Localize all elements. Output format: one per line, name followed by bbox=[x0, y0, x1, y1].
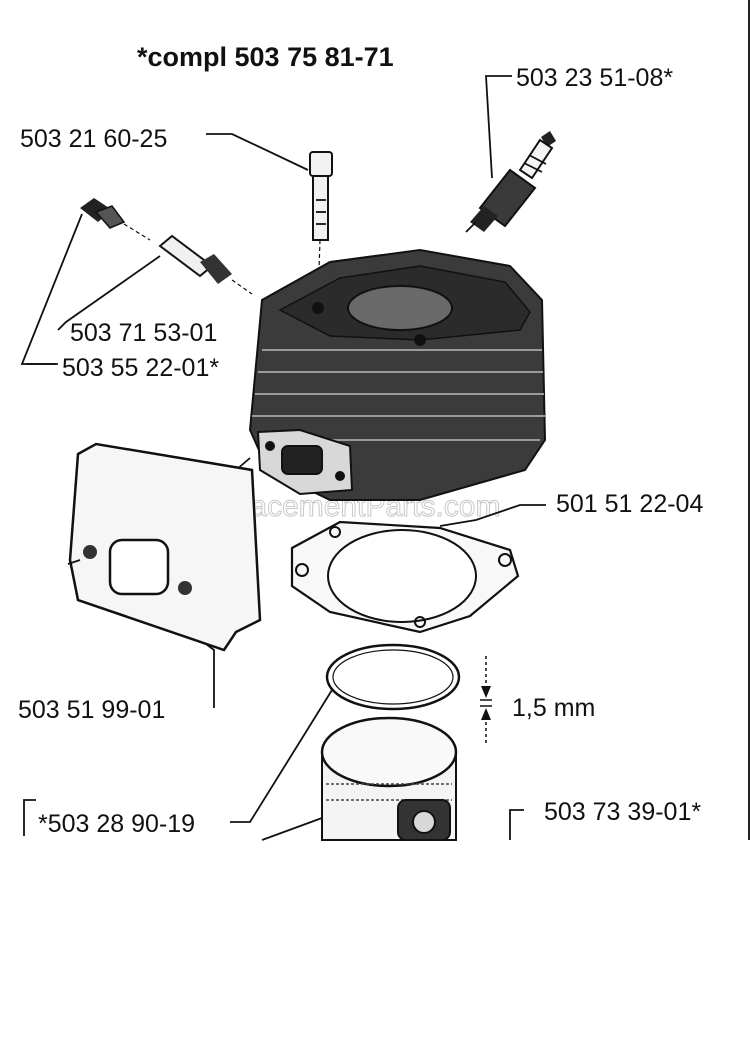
label-valve: 503 55 22-01* bbox=[62, 354, 219, 382]
leader-lines bbox=[20, 75, 546, 841]
label-bolt: 503 21 60-25 bbox=[20, 125, 167, 153]
label-base-gasket: 501 51 22-04 bbox=[556, 490, 703, 518]
assembly-title: *compl 503 75 81-71 bbox=[137, 42, 394, 72]
label-muffler-gasket: 503 51 99-01 bbox=[18, 696, 165, 724]
muffler-gasket-part bbox=[67, 442, 262, 652]
page-right-border bbox=[748, 0, 750, 840]
base-gasket-part bbox=[290, 520, 520, 634]
cylinder-part bbox=[235, 248, 547, 501]
label-piston-kit: *503 28 90-19 bbox=[38, 810, 195, 838]
valve-part bbox=[80, 198, 151, 241]
nipple-part bbox=[158, 234, 253, 295]
label-piston-pin: 503 73 39-01* bbox=[544, 798, 701, 826]
ring-gap-dimension bbox=[480, 656, 492, 744]
label-spark-plug: 503 23 51-08* bbox=[516, 64, 673, 92]
spark-plug-part bbox=[465, 131, 556, 233]
label-ring-gap: 1,5 mm bbox=[512, 694, 595, 722]
label-nipple: 503 71 53-01 bbox=[70, 319, 217, 347]
piston-part bbox=[320, 716, 458, 841]
piston-ring-part bbox=[325, 643, 461, 711]
